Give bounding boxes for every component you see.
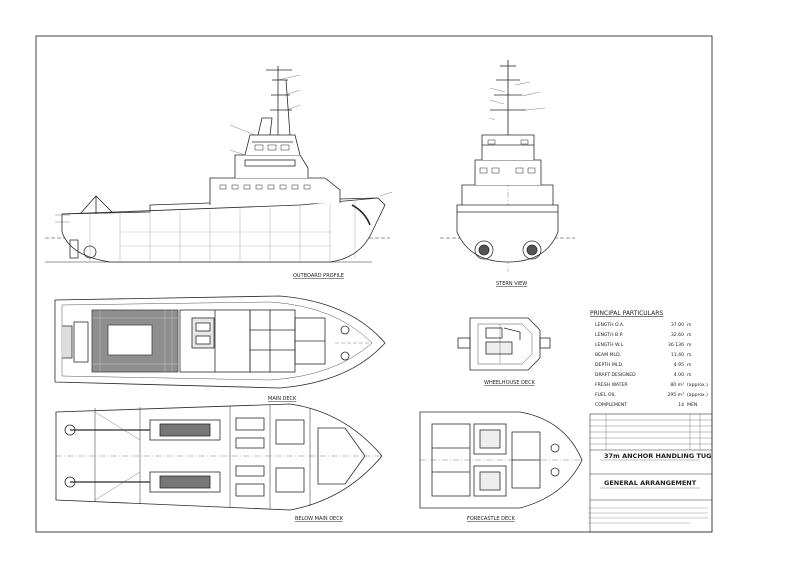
pp-value: 4.00 xyxy=(674,372,684,378)
stern-view-caption: STERN VIEW xyxy=(496,281,527,287)
principal-particulars-title: PRINCIPAL PARTICULARS xyxy=(590,310,663,317)
pp-row: LENGTH W.L. 36.136 m xyxy=(595,342,692,348)
wheelhouse-deck-caption: WHEELHOUSE DECK xyxy=(484,380,536,386)
main-deck-caption: MAIN DECK xyxy=(268,396,297,402)
pp-label: LENGTH B.P. xyxy=(595,332,623,338)
below-main-deck-caption: BELOW MAIN DECK xyxy=(295,516,344,522)
pp-row: FUEL OIL 295 m³ (approx.) xyxy=(595,392,708,398)
pp-label: BEAM MLD. xyxy=(595,352,621,358)
wheelhouse-deck-plan xyxy=(457,317,551,371)
pp-value: 32.60 xyxy=(671,332,684,338)
forecastle-deck-plan xyxy=(419,411,583,509)
pp-row: COMPLEMENT 14 MEN xyxy=(595,402,697,408)
principal-particulars: PRINCIPAL PARTICULARS LENGTH O.A. 37.00 … xyxy=(590,310,708,408)
outboard-profile-view xyxy=(45,66,393,263)
pp-value: 11.40 xyxy=(671,352,684,358)
pp-row: FRESH WATER 80 m³ (approx.) xyxy=(595,382,708,388)
general-notes-lines xyxy=(588,507,708,524)
title-block-vessel-name: 37m ANCHOR HANDLING TUG xyxy=(604,452,712,460)
pp-label: LENGTH O.A. xyxy=(595,322,624,328)
below-main-deck-plan xyxy=(55,403,383,511)
pp-unit: (approx.) xyxy=(687,382,708,388)
pp-unit: m xyxy=(687,363,692,368)
main-deck-plan xyxy=(54,295,386,389)
pp-label: COMPLEMENT xyxy=(595,402,627,408)
outboard-profile-caption: OUTBOARD PROFILE xyxy=(293,273,344,279)
pp-label: LENGTH W.L. xyxy=(595,342,625,348)
pp-label: DEPTH MLD. xyxy=(595,362,623,368)
forecastle-deck-caption: FORECASTLE DECK xyxy=(467,516,516,522)
stern-view xyxy=(440,60,575,272)
pp-unit: m xyxy=(687,353,692,358)
pp-value: 80 m³ xyxy=(670,382,684,388)
pp-label: FUEL OIL xyxy=(595,392,616,398)
pp-unit: m xyxy=(687,333,692,338)
pp-row: BEAM MLD. 11.40 m xyxy=(595,352,692,358)
title-block-drawing-title: GENERAL ARRANGEMENT xyxy=(604,479,697,487)
pp-row: LENGTH O.A. 37.00 m xyxy=(595,322,692,328)
pp-label: FRESH WATER xyxy=(595,382,628,388)
pp-row: LENGTH B.P. 32.60 m xyxy=(595,332,692,338)
pp-value: 4.95 xyxy=(674,362,684,368)
pp-unit: (approx.) xyxy=(687,392,708,398)
pp-value: 37.00 xyxy=(671,322,684,328)
pp-unit: m xyxy=(687,343,692,348)
pp-unit: MEN xyxy=(687,402,697,408)
pp-value: 14 xyxy=(678,402,684,408)
pp-row: DRAFT DESIGNED 4.00 m xyxy=(595,372,692,378)
pp-row: DEPTH MLD. 4.95 m xyxy=(595,362,692,368)
pp-label: DRAFT DESIGNED xyxy=(595,372,636,378)
pp-value: 36.136 xyxy=(668,342,684,348)
title-block xyxy=(589,413,713,533)
pp-unit: m xyxy=(687,373,692,378)
pp-value: 295 m³ xyxy=(667,392,684,398)
drawing-border xyxy=(35,35,713,533)
pp-unit: m xyxy=(687,323,692,328)
